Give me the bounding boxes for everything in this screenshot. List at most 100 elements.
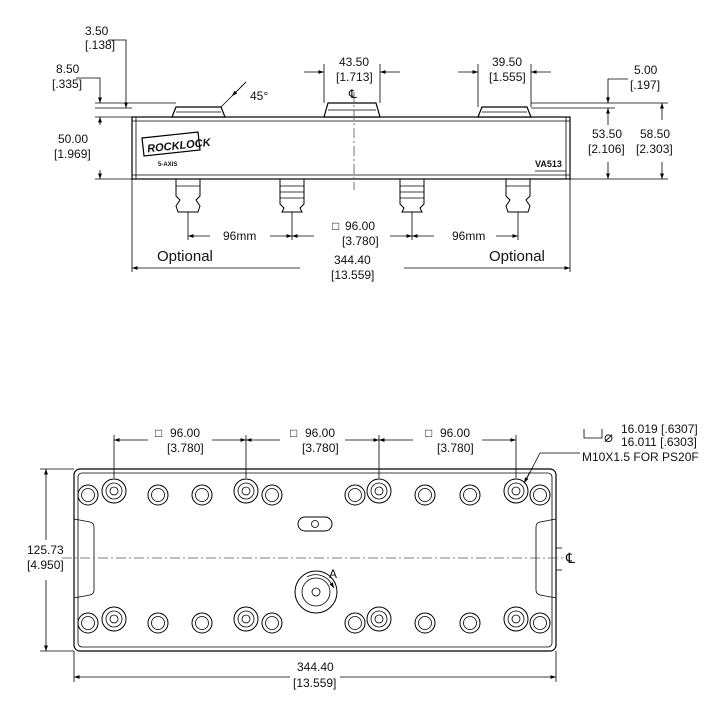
precision-bore [233, 478, 259, 504]
counterbore-hole [459, 484, 481, 506]
svg-text:344.40: 344.40 [334, 253, 371, 267]
svg-text:16.011 [.6303]: 16.011 [.6303] [621, 435, 697, 449]
svg-text:39.50: 39.50 [492, 55, 522, 69]
dim-5-00: 5.00 [.197] [531, 63, 660, 125]
vise-body [131, 116, 571, 180]
plate-outline [73, 468, 557, 652]
svg-text:[13.559]: [13.559] [293, 676, 336, 690]
rocklock-logo: ROCKLOCK 5-AXIS [141, 131, 212, 168]
svg-text:⌀: ⌀ [604, 429, 613, 446]
pull-stud-optional-left [175, 179, 201, 213]
svg-text:[3.780]: [3.780] [302, 441, 339, 455]
svg-text:[3.780]: [3.780] [167, 441, 204, 455]
counterbore-hole [529, 484, 551, 506]
svg-text:[1.713]: [1.713] [336, 70, 373, 84]
svg-text:[.197]: [.197] [630, 78, 660, 92]
svg-text:□: □ [290, 426, 297, 440]
svg-text:53.50: 53.50 [592, 127, 622, 141]
svg-text:96.00: 96.00 [170, 426, 200, 440]
top-view: ℄ A □ 96.00 [3.780] [27, 422, 699, 690]
svg-text:8.50: 8.50 [56, 62, 80, 76]
dim-53-50: 53.50 [2.106] [570, 127, 668, 180]
counterbore-hole [261, 612, 283, 634]
svg-text:50.00: 50.00 [58, 132, 88, 146]
svg-text:[1.969]: [1.969] [54, 147, 91, 161]
precision-bore [101, 606, 127, 632]
svg-text:96mm: 96mm [452, 229, 485, 243]
svg-text:58.50: 58.50 [640, 127, 670, 141]
top-overall-length: 344.40 [13.559] [73, 651, 557, 690]
optional-left-label: Optional [157, 248, 213, 265]
counterbore-hole [459, 612, 481, 634]
svg-text:96.00: 96.00 [345, 219, 375, 233]
svg-text:[1.555]: [1.555] [489, 70, 526, 84]
pull-stud-right [399, 179, 425, 213]
counterbore-hole [77, 612, 99, 634]
svg-text:45°: 45° [250, 89, 268, 103]
dim-43-50: 43.50 [1.713] [304, 55, 400, 103]
svg-text:□: □ [332, 219, 339, 233]
dim-8-50: 8.50 [.335] [52, 62, 176, 118]
counterbore-hole [414, 612, 436, 634]
svg-text:43.50: 43.50 [339, 55, 369, 69]
mounting-holes [77, 478, 551, 634]
svg-text:96mm: 96mm [223, 229, 256, 243]
counterbore-hole [414, 484, 436, 506]
logo-subtext: 5-AXIS [158, 162, 177, 168]
svg-text:[13.559]: [13.559] [331, 268, 374, 282]
svg-text:[.138]: [.138] [85, 38, 115, 52]
counterbore-hole [147, 484, 169, 506]
counterbore-hole [77, 484, 99, 506]
part-number-label: VA513 [535, 159, 562, 169]
svg-text:5.00: 5.00 [634, 63, 658, 77]
svg-text:[3.780]: [3.780] [342, 234, 379, 248]
top-spacing-dims: □ 96.00 [3.780] □ 96.00 [3.780] □ 96.00 … [113, 426, 517, 478]
svg-text:16.019 [.6307]: 16.019 [.6307] [621, 422, 698, 436]
plate-width-dim: 125.73 [4.950] [27, 468, 74, 652]
center-lock: A [294, 567, 338, 614]
side-view: ROCKLOCK 5-AXIS VA513 ℄ [52, 24, 673, 282]
stud-spacing-dims: 96mm □ 96.00 [3.780] 96mm [187, 212, 519, 248]
svg-text:344.40: 344.40 [297, 660, 334, 674]
svg-text:125.73: 125.73 [27, 543, 64, 557]
svg-text:96.00: 96.00 [440, 426, 470, 440]
svg-text:96.00: 96.00 [305, 426, 335, 440]
top-centerline-mark: ℄ [565, 550, 575, 566]
counterbore-hole [344, 612, 366, 634]
dim-3-50: 3.50 [.138] [85, 24, 128, 108]
counterbore-hole [191, 484, 213, 506]
svg-text:□: □ [425, 426, 432, 440]
precision-bore [101, 478, 127, 504]
svg-text:[.335]: [.335] [52, 77, 82, 91]
dim-50-00: 50.00 [1.969] [54, 117, 132, 180]
precision-bore [503, 606, 529, 632]
side-overall-length: 344.40 [13.559] [131, 179, 571, 282]
svg-text:[2.106]: [2.106] [588, 142, 625, 156]
dim-58-50: 58.50 [2.303] [615, 102, 673, 179]
pull-stud-left [279, 179, 305, 213]
section-mark-a: A [329, 567, 337, 581]
precision-bore [366, 478, 392, 504]
precision-bore [366, 606, 392, 632]
precision-bore [233, 606, 259, 632]
svg-text:M10X1.5 FOR PS20F: M10X1.5 FOR PS20F [582, 450, 699, 464]
angle-45: 45° [220, 81, 268, 108]
bore-callout: ⌀ 16.019 [.6307] 16.011 [.6303] M10X1.5 … [523, 422, 699, 484]
counterbore-hole [344, 484, 366, 506]
svg-text:3.50: 3.50 [85, 24, 109, 38]
counterbore-hole [261, 484, 283, 506]
counterbore-hole [191, 612, 213, 634]
counterbore-hole [147, 612, 169, 634]
svg-text:[3.780]: [3.780] [437, 441, 474, 455]
optional-right-label: Optional [489, 248, 545, 265]
precision-bore [503, 478, 529, 504]
svg-text:□: □ [155, 426, 162, 440]
dim-39-50: 39.50 [1.555] [458, 55, 551, 107]
pull-stud-optional-right [505, 179, 531, 213]
svg-text:[2.303]: [2.303] [636, 142, 673, 156]
counterbore-hole [529, 612, 551, 634]
side-centerline-mark: ℄ [348, 87, 357, 101]
svg-text:[4.950]: [4.950] [27, 558, 64, 572]
center-slot [297, 516, 333, 532]
